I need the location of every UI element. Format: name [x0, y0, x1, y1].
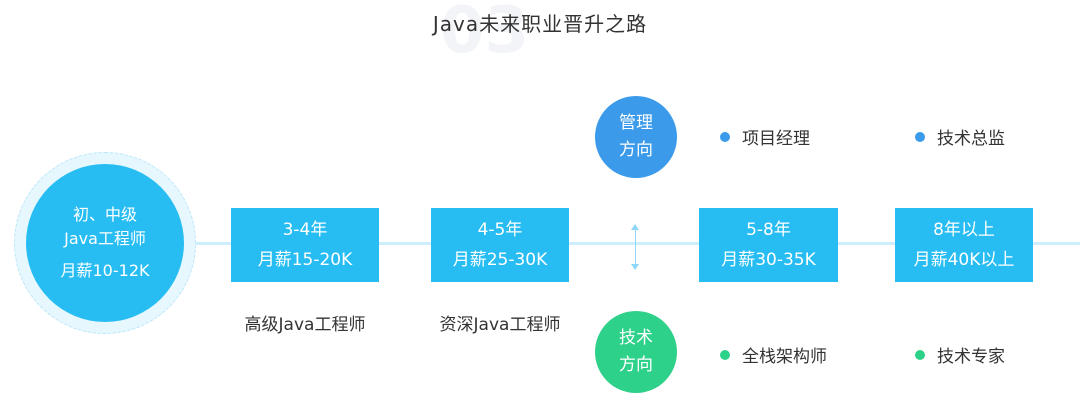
bullet-dot-icon [720, 131, 730, 142]
option-label: 全栈架构师 [742, 347, 827, 367]
connector-line [1032, 242, 1080, 245]
stage-years: 5-8年 [746, 220, 791, 240]
bullet-dot-icon [915, 349, 925, 360]
page-title: Java未来职业晋升之路 [432, 12, 648, 36]
stage-box: 3-4年 月薪15-20K [231, 208, 379, 282]
technical-option: 技术专家 [915, 342, 1005, 367]
management-label-line1: 管理 [619, 113, 653, 133]
management-label-line2: 方向 [619, 140, 653, 160]
watermark-number: 03 [440, 0, 530, 68]
technical-direction-node: 技术 方向 [595, 311, 677, 393]
management-option: 项目经理 [720, 124, 810, 149]
technical-label-line1: 技术 [619, 328, 653, 348]
technical-option: 全栈架构师 [720, 342, 827, 367]
management-direction-node: 管理 方向 [595, 96, 677, 178]
stage-salary: 月薪40K以上 [913, 250, 1015, 270]
start-node: 初、中级 Java工程师 月薪10-12K [26, 164, 184, 322]
connector-line [838, 242, 896, 245]
stage-years: 4-5年 [477, 220, 523, 240]
stage-years: 3-4年 [282, 220, 328, 240]
management-option: 技术总监 [915, 124, 1005, 149]
bullet-dot-icon [720, 349, 730, 360]
start-salary: 月薪10-12K [60, 261, 150, 280]
stage-box: 4-5年 月薪25-30K [431, 208, 569, 282]
option-label: 项目经理 [742, 129, 810, 149]
stage-caption: 高级Java工程师 [244, 315, 366, 335]
connector-line [184, 242, 232, 245]
stage-caption: 资深Java工程师 [439, 315, 561, 335]
connector-line [378, 242, 432, 245]
connector-line [568, 242, 700, 245]
split-arrow-icon [631, 224, 640, 270]
stage-box: 8年以上 月薪40K以上 [895, 208, 1033, 282]
stage-salary: 月薪25-30K [452, 250, 548, 270]
start-role: Java工程师 [64, 229, 146, 248]
start-level: 初、中级 [72, 205, 137, 224]
option-label: 技术专家 [937, 347, 1005, 367]
bullet-dot-icon [915, 131, 925, 142]
stage-salary: 月薪30-35K [721, 250, 816, 270]
stage-years: 8年以上 [933, 220, 995, 240]
option-label: 技术总监 [937, 129, 1005, 149]
stage-box: 5-8年 月薪30-35K [699, 208, 838, 282]
technical-label-line2: 方向 [619, 355, 653, 375]
stage-salary: 月薪15-20K [257, 250, 353, 270]
